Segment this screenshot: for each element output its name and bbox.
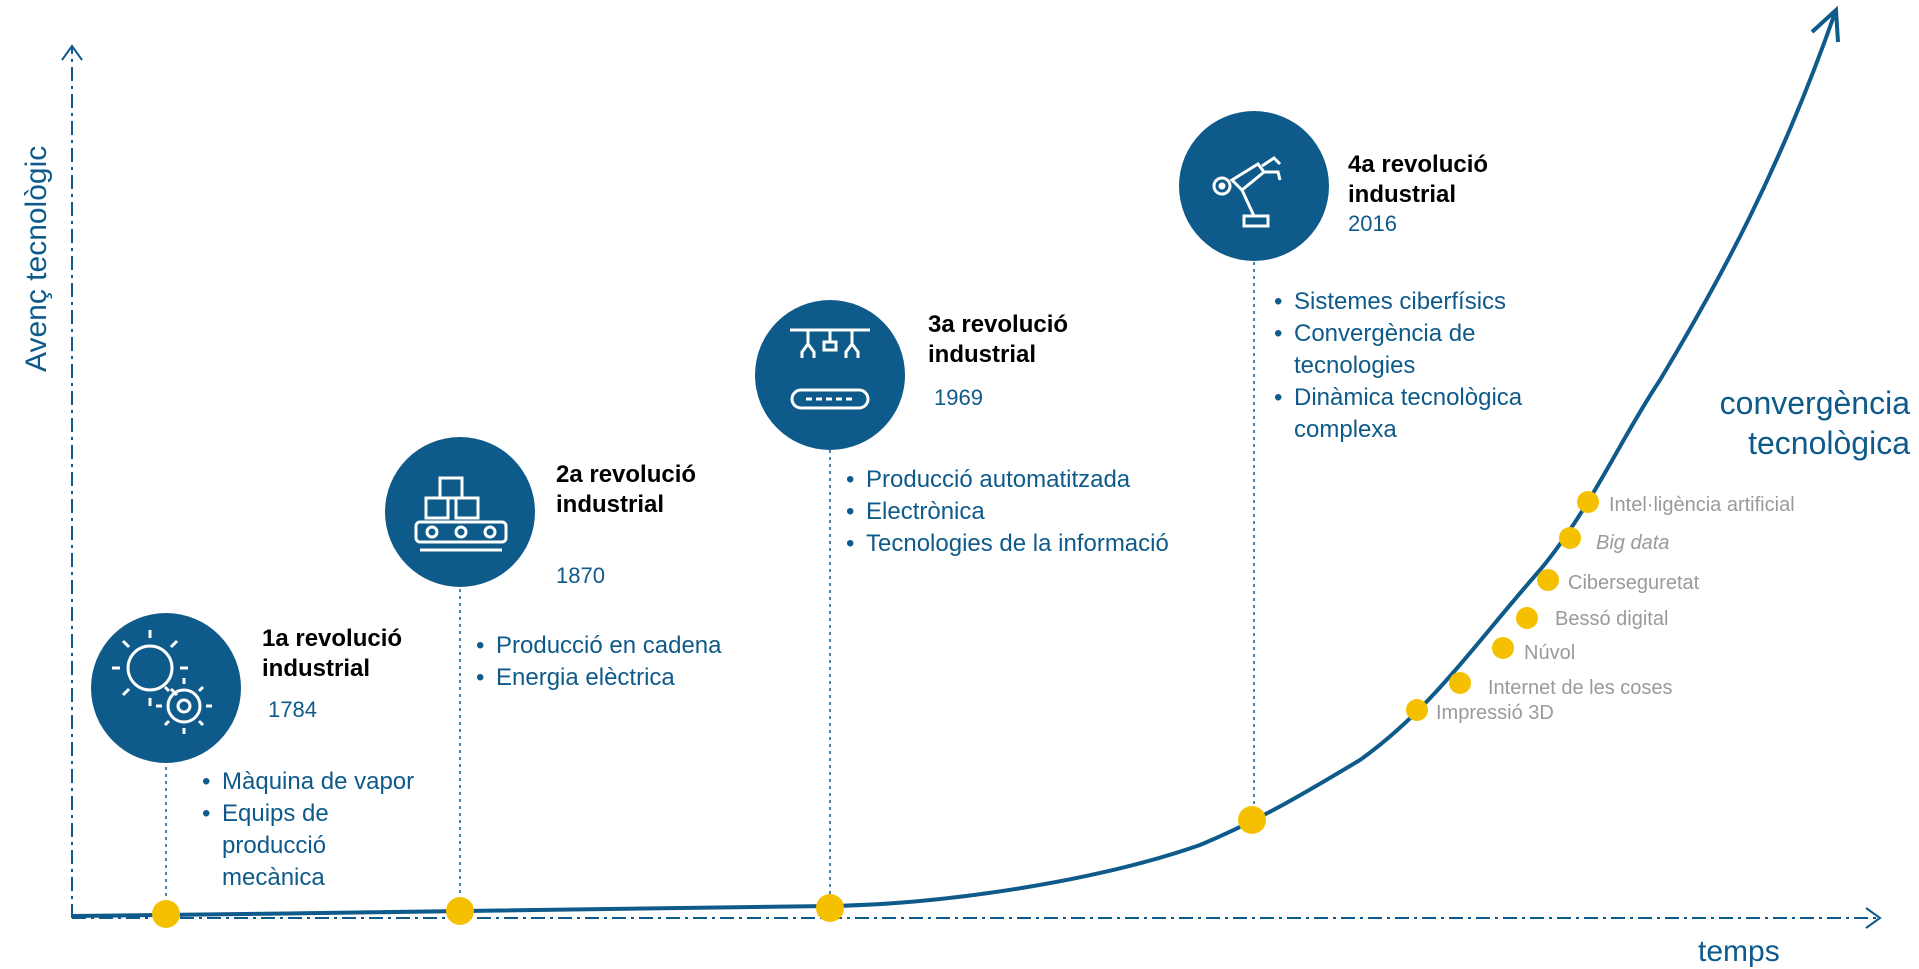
revolution-1-bullets: Màquina de vapor Equips de producció mec… — [202, 766, 414, 894]
revolution-1-bullet: mecànica — [202, 862, 414, 894]
icon-circle-2 — [385, 437, 535, 587]
revolution-2-bullet: Energia elèctrica — [476, 662, 722, 694]
tech-label-7: Intel·ligència artificial — [1609, 494, 1795, 516]
tech-marker-6 — [1559, 527, 1581, 549]
revolution-2-bullet: Producció en cadena — [476, 630, 722, 662]
tech-marker-2 — [1449, 672, 1471, 694]
tech-marker-3 — [1492, 637, 1514, 659]
robotic-conveyor-icon — [790, 328, 870, 410]
revolution-1-year: 1784 — [268, 697, 317, 722]
x-axis-arrowhead — [1865, 907, 1882, 929]
revolution-4-year: 2016 — [1348, 211, 1397, 236]
tech-marker-1 — [1406, 699, 1428, 721]
tech-label-1: Impressió 3D — [1436, 702, 1554, 724]
y-axis-arrowhead — [61, 44, 83, 61]
revolution-3-heading: 3a revolució industrial — [928, 311, 1069, 368]
revolution-3-bullet: Producció automatitzada — [846, 464, 1169, 496]
y-axis-label: Avenç tecnològic — [20, 145, 53, 372]
icon-circle-3 — [755, 300, 905, 450]
revolution-4-bullets: Sistemes ciberfísics Convergència de tec… — [1274, 286, 1522, 446]
icon-circle-4 — [1179, 111, 1329, 261]
revolution-3-bullet: Electrònica — [846, 496, 1169, 528]
revolution-3-bullets: Producció automatitzada Electrònica Tecn… — [846, 464, 1169, 560]
revolution-4-bullet-text: tecnologies — [1294, 352, 1416, 379]
convergence-label: convergència tecnològica — [1719, 385, 1910, 461]
tech-marker-5 — [1537, 569, 1559, 591]
tech-marker-4 — [1516, 607, 1538, 629]
revolution-4-bullet: complexa — [1274, 414, 1522, 446]
revolution-4-bullet: Dinàmica tecnològica — [1274, 382, 1522, 414]
gears-icon — [112, 630, 212, 734]
revolution-1-bullet: producció — [202, 830, 414, 862]
revolution-2-year: 1870 — [556, 563, 605, 588]
tech-label-4: Bessó digital — [1555, 608, 1669, 630]
revolution-4-heading: 4a revolució industrial — [1348, 151, 1489, 208]
x-axis-label: temps — [1698, 935, 1780, 968]
tech-label-5: Ciberseguretat — [1568, 572, 1700, 594]
revolution-4-bullet-text: complexa — [1294, 416, 1397, 443]
revolution-1-bullet-text: mecànica — [222, 864, 325, 891]
revolution-2-heading: 2a revolució industrial — [556, 461, 697, 518]
revolution-3-year: 1969 — [934, 385, 983, 410]
revolution-1-bullet: Màquina de vapor — [202, 766, 414, 798]
revolution-1-heading: 1a revolució industrial — [262, 625, 403, 682]
revolution-marker-2 — [446, 897, 474, 925]
revolution-2-bullets: Producció en cadena Energia elèctrica — [476, 630, 722, 694]
revolution-4-bullet: tecnologies — [1274, 350, 1522, 382]
assembly-line-icon — [414, 476, 508, 552]
growth-curve — [71, 9, 1838, 918]
revolution-marker-3 — [816, 894, 844, 922]
revolution-1-bullet-text: producció — [222, 832, 327, 859]
revolution-3-bullet: Tecnologies de la informació — [846, 528, 1169, 560]
tech-label-6: Big data — [1596, 532, 1670, 554]
robot-arm-icon — [1212, 156, 1282, 228]
revolution-marker-1 — [152, 900, 180, 928]
tech-label-3: Núvol — [1524, 642, 1576, 664]
tech-marker-7 — [1577, 491, 1599, 513]
revolution-1-bullet: Equips de — [202, 798, 414, 830]
revolution-4-bullet: Sistemes ciberfísics — [1274, 286, 1522, 318]
revolution-4-bullet: Convergència de — [1274, 318, 1522, 350]
tech-label-2: Internet de les coses — [1488, 677, 1673, 699]
revolution-marker-4 — [1238, 806, 1266, 834]
growth-curve-arrowhead — [1810, 5, 1840, 43]
